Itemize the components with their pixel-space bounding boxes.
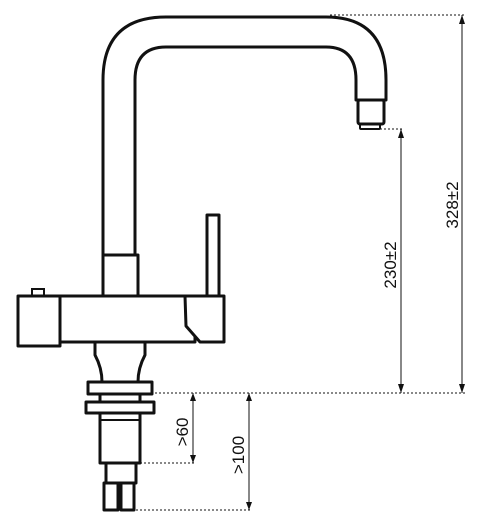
dim-arrow-spout-bottom [398, 384, 404, 393]
supply-hose-left [102, 481, 120, 512]
supply-hose-right [119, 481, 136, 512]
dim-arrow-total-top [459, 15, 465, 24]
dim-arrow-100-top [246, 393, 252, 401]
faucet-spout [101, 15, 388, 257]
right-lever [205, 213, 221, 302]
left-handle [16, 294, 62, 348]
dim-arrow-60-bottom [190, 455, 196, 463]
spout-aerator-ring [359, 123, 381, 130]
left-handle-button [31, 288, 45, 297]
dimension-clearance-60: >60 [173, 393, 196, 463]
supply-connector-block [104, 461, 138, 485]
mixer-body [53, 294, 197, 344]
faucet-body-column [101, 253, 140, 302]
dimension-total-height: 328±2 [443, 15, 465, 393]
dim-arrow-spout-top [398, 129, 404, 138]
faucet-lower-neck [93, 340, 147, 384]
dimension-spout-height: 230±2 [381, 129, 404, 393]
dim-label-60: >60 [173, 418, 192, 447]
dim-label-100: >100 [229, 436, 248, 474]
faucet [16, 15, 388, 512]
dimension-clearance-100: >100 [229, 393, 252, 510]
right-handle-block [183, 294, 226, 344]
dim-label-spout: 230±2 [381, 241, 400, 288]
reference-lines [136, 14, 466, 511]
mounting-washer [84, 400, 156, 415]
dim-arrow-100-bottom [246, 502, 252, 510]
dim-label-total: 328±2 [443, 181, 462, 228]
mounting-nut-top [86, 380, 154, 396]
spout-aerator [356, 98, 386, 126]
dim-arrow-total-bottom [459, 384, 465, 393]
dim-arrow-60-top [190, 393, 196, 401]
